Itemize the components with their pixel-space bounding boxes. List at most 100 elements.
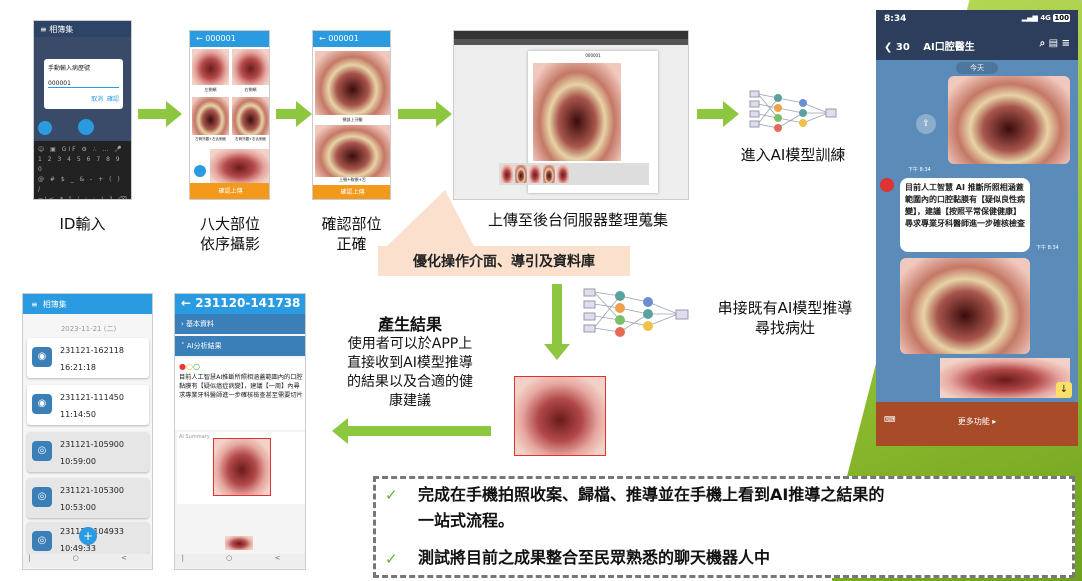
- rich-menu-bar[interactable]: ⌨ 更多功能 ▸: [876, 402, 1078, 446]
- dialog-title: 手動輸入病歷號: [48, 65, 91, 72]
- signal-icon: ▂▄▆: [1021, 14, 1038, 22]
- ai-result-card: ●○○ 目前人工智慧AI推斷所照相涵蓋範圍內的口腔黏膜有【疑似癌症病變】，建議【…: [175, 358, 305, 430]
- basic-info-section[interactable]: › 基本資料: [175, 314, 305, 334]
- thumbnail-strip[interactable]: [499, 163, 649, 185]
- more-functions-button[interactable]: 更多功能 ▸: [957, 417, 997, 426]
- phone1-header: ≡ 相簿集: [34, 21, 131, 37]
- photo-right-cheek[interactable]: [232, 49, 269, 85]
- back-icon[interactable]: ❮: [884, 42, 893, 53]
- android-nav-bar[interactable]: | ○ <: [175, 554, 305, 568]
- notes-icon[interactable]: ▤: [1048, 38, 1059, 49]
- optimize-callout: 優化操作介面、導引及資料庫: [378, 246, 630, 276]
- neural-network-icon: [583, 288, 689, 337]
- camera-icon: ◉: [32, 347, 52, 367]
- phone1-title: 相簿集: [49, 25, 74, 34]
- ai-result-section[interactable]: ˅ AI分析結果: [175, 336, 305, 356]
- caption-eight-parts: 八大部位 依序攝影: [199, 215, 260, 253]
- chat-photo-1[interactable]: [948, 76, 1070, 164]
- detail-title: 231120-141738: [195, 296, 301, 310]
- photo-lips[interactable]: [210, 149, 269, 183]
- photo-palate[interactable]: [315, 125, 390, 177]
- phone2-header: ← 000001: [190, 31, 269, 47]
- folder-icon: ◎: [32, 441, 52, 461]
- keyboard-icon[interactable]: ⌨: [884, 415, 896, 424]
- search-icon[interactable]: ⌕: [1039, 38, 1046, 49]
- camera-fab-icon[interactable]: [38, 121, 52, 135]
- next-photo: [225, 536, 253, 550]
- caption-train: 進入AI模型訓練: [740, 146, 846, 164]
- add-fab-icon[interactable]: +: [79, 527, 97, 545]
- arrow-left: [332, 418, 491, 444]
- summary-photo: [213, 438, 271, 496]
- bot-avatar: [880, 178, 894, 192]
- result-photo: [514, 376, 606, 456]
- bot-message: 目前人工智慧 AI 推斷所照相涵蓋範圍內的口腔黏膜有【疑似良性病變】，建議【按照…: [900, 178, 1030, 252]
- unread-count[interactable]: 30: [895, 42, 910, 53]
- callout-pointer: [385, 190, 475, 248]
- phone-confirm-parts: ← 000001 顎部上牙齦 上顎+軟顎+舌 確認上傳: [312, 30, 391, 200]
- caption-upload: 上傳至後台伺服器整理蒐集: [487, 211, 668, 229]
- chat-photo-3[interactable]: [940, 358, 1070, 398]
- label-left-gum: 左側牙齦+左舌側面: [195, 137, 226, 141]
- label-palate: 上顎+軟顎+舌: [339, 177, 366, 182]
- clock: 8:34: [884, 14, 907, 24]
- date-chip: 今天: [956, 62, 998, 74]
- summary-item-1: 完成在手機拍照收案、歸檔、推導並在手機上看到AI推導之結果的 一站式流程。: [418, 485, 885, 530]
- ok-button[interactable]: 確認: [106, 96, 119, 103]
- item-time: 11:14:50: [60, 410, 96, 419]
- folder-icon: ◎: [32, 487, 52, 507]
- browser-tab-bar: [454, 31, 688, 39]
- phone-chatbot: 8:34 ▂▄▆ 4G 100 ❮ 30 AI口腔醫生 ⌕ ▤ ≡ 今天 ⇪ 下…: [876, 10, 1078, 446]
- browser-address-bar[interactable]: [454, 39, 688, 45]
- phone3-header: ← 000001: [313, 31, 390, 47]
- share-icon[interactable]: ⇪: [916, 114, 936, 134]
- battery-icon: 100: [1053, 14, 1070, 22]
- summary-item-2: 測試將目前之成果整合至民眾熟悉的聊天機器人中: [418, 548, 771, 567]
- photo-left-gum[interactable]: [192, 97, 229, 135]
- arrow-4: [697, 101, 739, 127]
- album-date: 2023-11-21 (二): [60, 325, 117, 333]
- ai-result-text: 目前人工智慧AI推斷所照相涵蓋範圍內的口腔黏膜有【疑似癌症病變】，建議【一周】內…: [179, 374, 303, 399]
- folder-icon: ◎: [32, 531, 52, 551]
- phone3-title: 000001: [328, 34, 359, 43]
- cancel-button[interactable]: 取消: [91, 96, 104, 103]
- photo-upper-gum[interactable]: [315, 51, 390, 115]
- confirm-upload-button[interactable]: 確認上傳: [313, 185, 390, 199]
- label-right-gum: 右側牙齦+右舌側面: [235, 137, 266, 141]
- result-title: 產生結果: [377, 315, 442, 334]
- phone-detail: ← 231120-141738 › 基本資料 ˅ AI分析結果 ●○○ 目前人工…: [174, 293, 306, 570]
- ai-summary-label: AI Summary: [179, 434, 210, 440]
- result-description: 使用者可以於APP上 直接收到AI模型推導 的結果以及合適的健 康建議: [347, 336, 473, 409]
- phone-id-input: ≡ 相簿集 手動輸入病歷號 000001 取消 確認 ☺ ▣ GIF ⚙ ∴ ……: [33, 20, 132, 200]
- arrow-2: [276, 101, 312, 127]
- camera-icon: ◉: [32, 394, 52, 414]
- item-id: 231121-162118: [60, 346, 124, 355]
- photo-left-cheek[interactable]: [192, 49, 229, 85]
- check-icon: ✓: [385, 550, 398, 568]
- edit-fab-icon[interactable]: [78, 119, 94, 135]
- confirm-upload-button[interactable]: 確認上傳: [190, 183, 269, 199]
- status-bar: 8:34 ▂▄▆ 4G 100: [876, 10, 1078, 30]
- keyboard[interactable]: ☺ ▣ GIF ⚙ ∴ … 🎤1 2 3 4 5 6 7 8 9 0@ # $ …: [34, 141, 131, 199]
- item-time: 10:49:33: [60, 544, 96, 553]
- scroll-down-icon[interactable]: ↓: [1056, 382, 1072, 398]
- ai-summary-card: AI Summary: [177, 432, 305, 504]
- item-time: 10:53:00: [60, 503, 96, 512]
- manual-id-dialog: 手動輸入病歷號 000001 取消 確認: [44, 59, 123, 109]
- chat-photo-2[interactable]: [900, 258, 1030, 354]
- android-nav-bar[interactable]: | ○ <: [23, 554, 152, 568]
- arrow-3: [398, 101, 452, 127]
- id-input-field[interactable]: 000001: [48, 80, 119, 88]
- timestamp: 下午 8:34: [1036, 245, 1059, 251]
- timestamp: 下午 8:34: [908, 167, 931, 173]
- camera-fab-icon[interactable]: [194, 165, 206, 177]
- neural-network-icon: [749, 90, 837, 132]
- caption-confirm-parts: 確認部位 正確: [321, 215, 382, 253]
- caption-infer: 串接既有AI模型推導 尋找病灶: [717, 299, 853, 337]
- menu-icon[interactable]: ≡: [1061, 38, 1070, 49]
- photo-right-gum[interactable]: [232, 97, 269, 135]
